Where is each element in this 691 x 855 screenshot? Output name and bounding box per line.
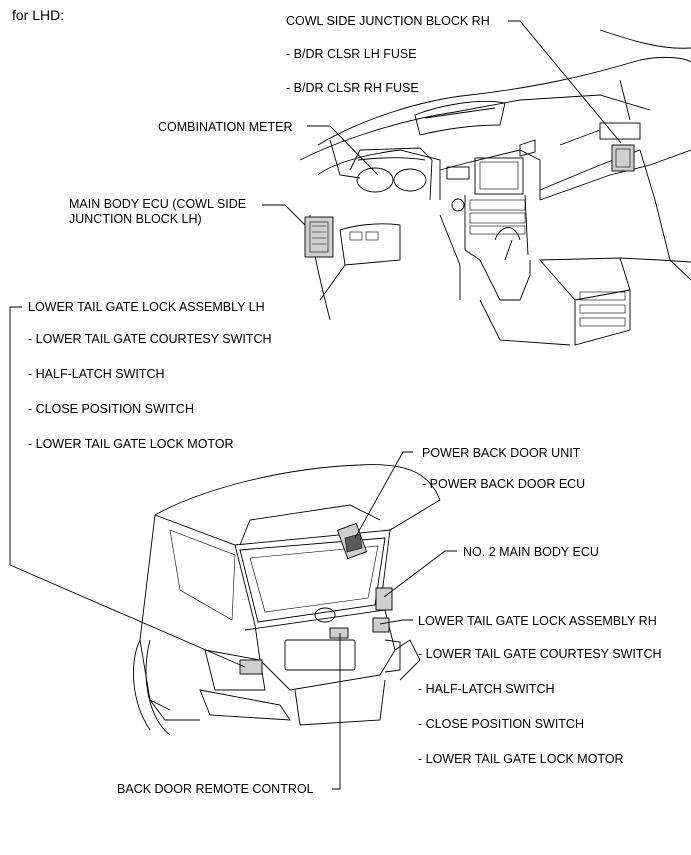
label-main-body-ecu-line2: JUNCTION BLOCK LH) <box>69 212 202 226</box>
page-heading: for LHD: <box>12 7 65 23</box>
label-bdr-clsr-lh-fuse: - B/DR CLSR LH FUSE <box>286 47 417 61</box>
label-power-back-door-unit: POWER BACK DOOR UNIT <box>422 446 581 460</box>
leader-lines <box>9 20 622 790</box>
label-power-back-door-ecu: - POWER BACK DOOR ECU <box>422 477 586 491</box>
dashboard-illustration <box>299 29 691 346</box>
label-back-door-remote-control: BACK DOOR REMOTE CONTROL <box>117 782 314 796</box>
label-bdr-clsr-rh-fuse: - B/DR CLSR RH FUSE <box>286 81 419 95</box>
label-main-body-ecu-line1: MAIN BODY ECU (COWL SIDE <box>69 197 247 211</box>
label-lh-courtesy-switch: - LOWER TAIL GATE COURTESY SWITCH <box>28 332 272 346</box>
label-rh-courtesy-switch: - LOWER TAIL GATE COURTESY SWITCH <box>418 647 662 661</box>
label-rh-lock-motor: - LOWER TAIL GATE LOCK MOTOR <box>418 752 624 766</box>
label-lower-tail-gate-lock-lh: LOWER TAIL GATE LOCK ASSEMBLY LH <box>28 300 265 314</box>
label-lh-close-position-switch: - CLOSE POSITION SWITCH <box>28 402 194 416</box>
label-lower-tail-gate-lock-rh: LOWER TAIL GATE LOCK ASSEMBLY RH <box>418 614 657 628</box>
label-lh-half-latch-switch: - HALF-LATCH SWITCH <box>28 367 165 381</box>
vehicle-rear-illustration <box>132 464 441 736</box>
label-no2-main-body-ecu: NO. 2 MAIN BODY ECU <box>463 545 599 559</box>
label-lh-lock-motor: - LOWER TAIL GATE LOCK MOTOR <box>28 437 234 451</box>
label-rh-close-position-switch: - CLOSE POSITION SWITCH <box>418 717 584 731</box>
label-cowl-side-junction-block-rh: COWL SIDE JUNCTION BLOCK RH <box>286 14 490 28</box>
label-combination-meter: COMBINATION METER <box>158 120 293 134</box>
label-rh-half-latch-switch: - HALF-LATCH SWITCH <box>418 682 555 696</box>
